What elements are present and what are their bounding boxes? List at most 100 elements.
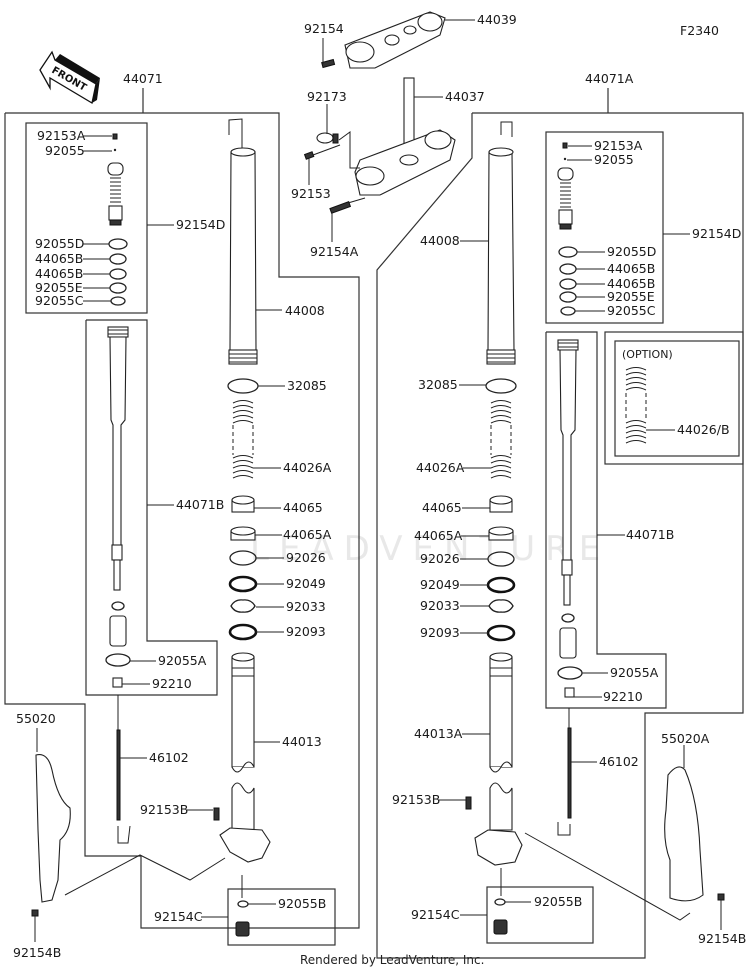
label-left-92153B[interactable]: 92153B bbox=[140, 802, 188, 817]
svg-text:92153A: 92153A bbox=[37, 128, 86, 143]
label-left-44008[interactable]: 44008 bbox=[285, 303, 325, 318]
label-right-92055B[interactable]: 92055B bbox=[534, 894, 582, 909]
label-right-44065B-2[interactable]: 44065B bbox=[607, 276, 655, 291]
label-left-44065B-2[interactable]: 44065B bbox=[35, 266, 83, 281]
label-right-92153B[interactable]: 92153B bbox=[392, 792, 440, 807]
svg-text:44026A: 44026A bbox=[283, 460, 332, 475]
label-left-92055B[interactable]: 92055B bbox=[278, 896, 326, 911]
svg-text:44071A: 44071A bbox=[585, 71, 634, 86]
label-right-92055A[interactable]: 92055A bbox=[610, 665, 659, 680]
right-axle-bolt-92153B bbox=[438, 796, 472, 810]
label-left-46102[interactable]: 46102 bbox=[149, 750, 189, 765]
label-left-92033[interactable]: 92033 bbox=[286, 599, 326, 614]
label-right-92154B[interactable]: 92154B bbox=[698, 931, 746, 946]
label-right-92033[interactable]: 92033 bbox=[420, 598, 460, 613]
footer-credit: Rendered by LeadVenture, Inc. bbox=[300, 953, 484, 967]
label-44071A[interactable]: 44071A bbox=[585, 71, 634, 86]
label-left-92055E[interactable]: 92055E bbox=[35, 280, 83, 295]
label-left-44065[interactable]: 44065 bbox=[283, 500, 323, 515]
label-right-44065B-1[interactable]: 44065B bbox=[607, 261, 655, 276]
right-washer-92026 bbox=[460, 551, 515, 567]
label-55020A[interactable]: 55020A bbox=[661, 731, 710, 746]
label-left-44013[interactable]: 44013 bbox=[282, 734, 322, 749]
label-92154[interactable]: 92154 bbox=[304, 21, 344, 36]
svg-text:44008: 44008 bbox=[285, 303, 325, 318]
label-left-92154D[interactable]: 92154D bbox=[176, 217, 225, 232]
label-44039[interactable]: 44039 bbox=[477, 12, 517, 27]
label-right-92153A[interactable]: 92153A bbox=[594, 138, 643, 153]
label-left-44065B-1[interactable]: 44065B bbox=[35, 251, 83, 266]
label-left-92055[interactable]: 92055 bbox=[45, 143, 85, 158]
label-right-92049[interactable]: 92049 bbox=[420, 577, 460, 592]
label-right-92055C[interactable]: 92055C bbox=[607, 303, 656, 318]
label-left-92026[interactable]: 92026 bbox=[286, 550, 326, 565]
right-outer-tube bbox=[460, 121, 516, 365]
svg-text:92033: 92033 bbox=[420, 598, 460, 613]
label-right-92055[interactable]: 92055 bbox=[594, 152, 634, 167]
svg-text:92154C: 92154C bbox=[154, 909, 203, 924]
label-right-92055E[interactable]: 92055E bbox=[607, 289, 655, 304]
svg-text:92153B: 92153B bbox=[140, 802, 188, 817]
upper-triple-clamp bbox=[344, 11, 475, 69]
label-left-44026A[interactable]: 44026A bbox=[283, 460, 332, 475]
svg-text:92153B: 92153B bbox=[392, 792, 440, 807]
label-right-32085[interactable]: 32085 bbox=[418, 377, 458, 392]
label-left-92154B[interactable]: 92154B bbox=[13, 945, 61, 960]
svg-text:92055D: 92055D bbox=[607, 244, 656, 259]
label-left-92055C[interactable]: 92055C bbox=[35, 293, 84, 308]
right-fork-guard-55020A bbox=[524, 745, 704, 921]
label-right-92154D[interactable]: 92154D bbox=[692, 226, 741, 241]
label-right-44013A[interactable]: 44013A bbox=[414, 726, 463, 741]
svg-text:92093: 92093 bbox=[420, 625, 460, 640]
label-left-92153A[interactable]: 92153A bbox=[37, 128, 86, 143]
label-right-44065[interactable]: 44065 bbox=[422, 500, 462, 515]
svg-text:55020A: 55020A bbox=[661, 731, 710, 746]
label-44071[interactable]: 44071 bbox=[123, 71, 163, 86]
left-fork-guard-55020 bbox=[35, 728, 226, 903]
svg-text:44008: 44008 bbox=[420, 233, 460, 248]
label-92154A[interactable]: 92154A bbox=[310, 244, 359, 259]
svg-text:44013A: 44013A bbox=[414, 726, 463, 741]
label-right-92210[interactable]: 92210 bbox=[603, 689, 643, 704]
label-left-92093[interactable]: 92093 bbox=[286, 624, 326, 639]
svg-text:44071: 44071 bbox=[123, 71, 163, 86]
left-axle-bolt-92153B bbox=[186, 807, 220, 821]
label-right-92055D[interactable]: 92055D bbox=[607, 244, 656, 259]
label-right-44026A[interactable]: 44026A bbox=[416, 460, 465, 475]
label-right-92026[interactable]: 92026 bbox=[420, 551, 460, 566]
label-left-92055A[interactable]: 92055A bbox=[158, 653, 207, 668]
label-right-44008[interactable]: 44008 bbox=[420, 233, 460, 248]
svg-text:44071B: 44071B bbox=[626, 527, 674, 542]
label-92153[interactable]: 92153 bbox=[291, 186, 331, 201]
left-cap-box bbox=[25, 122, 148, 314]
label-right-46102[interactable]: 46102 bbox=[599, 754, 639, 769]
label-55020[interactable]: 55020 bbox=[16, 711, 56, 726]
left-oil-seal-92049 bbox=[228, 575, 284, 593]
label-right-44071B[interactable]: 44071B bbox=[626, 527, 674, 542]
right-cap-box bbox=[545, 131, 664, 324]
label-left-44071B[interactable]: 44071B bbox=[176, 497, 224, 512]
label-left-92154C[interactable]: 92154C bbox=[154, 909, 203, 924]
label-right-92093[interactable]: 92093 bbox=[420, 625, 460, 640]
label-left-92210[interactable]: 92210 bbox=[152, 676, 192, 691]
svg-text:92055: 92055 bbox=[594, 152, 634, 167]
label-right-44065A[interactable]: 44065A bbox=[414, 528, 463, 543]
svg-text:92093: 92093 bbox=[286, 624, 326, 639]
left-cartridge-frame bbox=[85, 319, 218, 696]
svg-text:92026: 92026 bbox=[286, 550, 326, 565]
label-left-44065A[interactable]: 44065A bbox=[283, 527, 332, 542]
left-bottom-parts bbox=[201, 875, 276, 937]
svg-text:92154A: 92154A bbox=[310, 244, 359, 259]
svg-text:92154C: 92154C bbox=[411, 907, 460, 922]
label-92173[interactable]: 92173 bbox=[307, 89, 347, 104]
figure-code: F2340 bbox=[680, 23, 719, 38]
right-rod-46102 bbox=[557, 708, 597, 836]
svg-text:44065: 44065 bbox=[283, 500, 323, 515]
label-left-92055D[interactable]: 92055D bbox=[35, 236, 84, 251]
label-right-92154C[interactable]: 92154C bbox=[411, 907, 460, 922]
label-44037[interactable]: 44037 bbox=[445, 89, 485, 104]
label-left-92049[interactable]: 92049 bbox=[286, 576, 326, 591]
label-44026B[interactable]: 44026/B bbox=[677, 422, 730, 437]
svg-text:92055E: 92055E bbox=[35, 280, 83, 295]
label-left-32085[interactable]: 32085 bbox=[287, 378, 327, 393]
